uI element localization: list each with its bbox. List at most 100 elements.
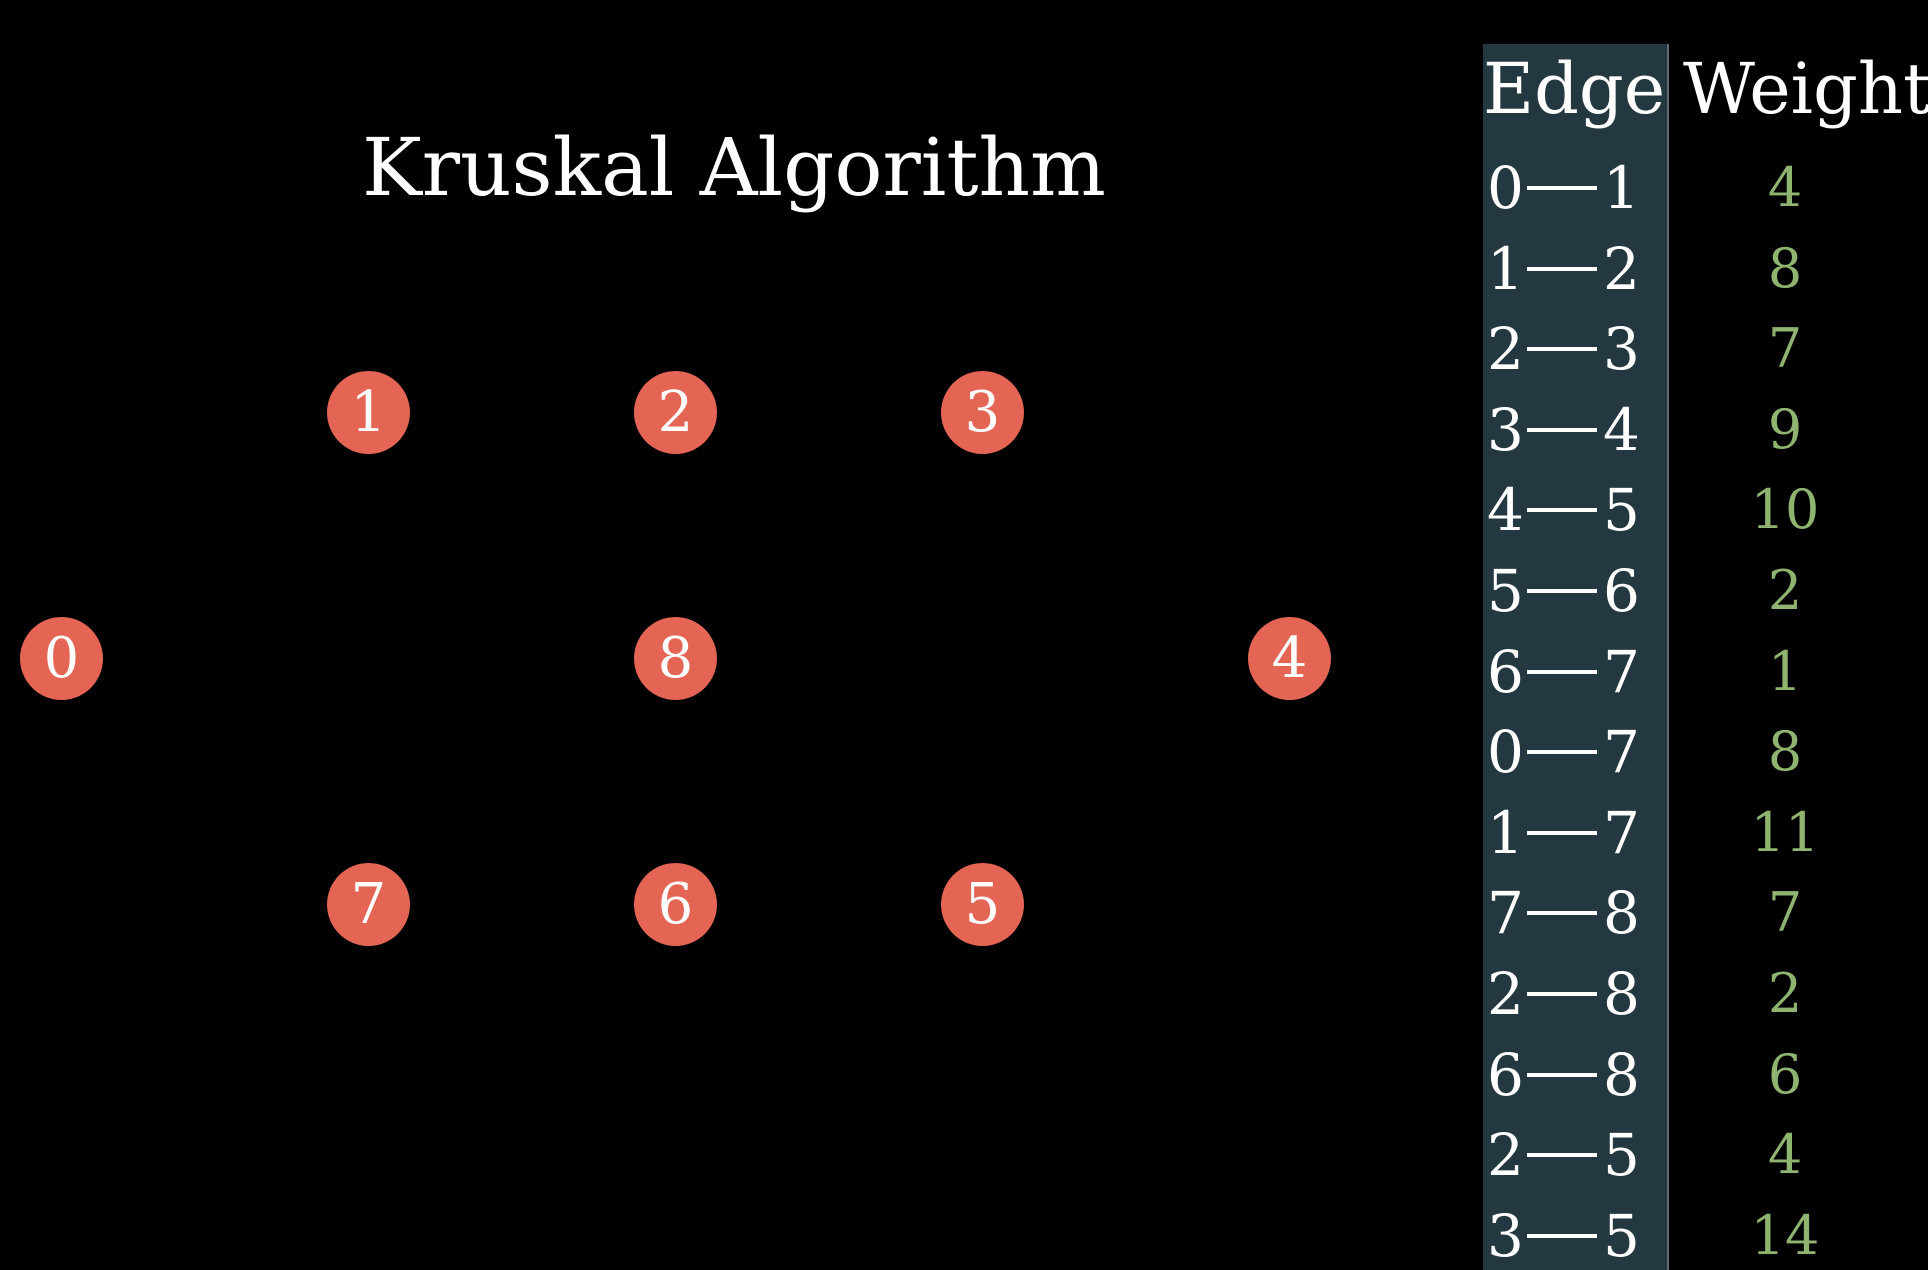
node-0: 0 [20, 617, 103, 700]
node-2: 2 [634, 371, 717, 454]
edge-connector-line [1527, 1072, 1597, 1077]
weight-cell: 4 [1767, 1123, 1803, 1187]
edge-to: 6 [1603, 557, 1640, 625]
edge-from: 1 [1487, 798, 1524, 867]
weight-cell: 14 [1750, 1203, 1820, 1267]
edge-connector-line [1527, 186, 1597, 190]
edge-connector-line [1527, 427, 1597, 432]
edge-from: 0 [1487, 718, 1524, 787]
edge-connector-line [1527, 1153, 1597, 1158]
node-6: 6 [634, 863, 717, 946]
edge-from: 6 [1487, 637, 1524, 706]
column-divider [1667, 44, 1669, 1270]
edge-to: 7 [1603, 637, 1640, 706]
weight-cell: 11 [1750, 800, 1820, 864]
weight-cell: 10 [1750, 478, 1820, 542]
weight-cell: 6 [1767, 1042, 1803, 1106]
node-4: 4 [1248, 617, 1331, 700]
edge-connector-line [1527, 508, 1597, 513]
edge-connector-line [1527, 992, 1597, 996]
weight-cell: 7 [1767, 881, 1803, 945]
edge-to: 7 [1603, 798, 1640, 867]
edge-from: 2 [1487, 1121, 1524, 1190]
edge-from: 5 [1487, 557, 1524, 625]
header-edge: Edge [1483, 48, 1666, 130]
edge-to: 4 [1603, 395, 1640, 464]
node-1: 1 [327, 371, 410, 454]
weight-cell: 9 [1767, 397, 1803, 461]
edge-from: 6 [1487, 1040, 1524, 1109]
edge-connector-line [1527, 266, 1597, 271]
edge-connector-line [1527, 347, 1597, 352]
edge-to: 8 [1603, 1040, 1640, 1109]
node-3: 3 [941, 371, 1024, 454]
edge-to: 1 [1603, 154, 1640, 222]
weight-cell: 8 [1767, 236, 1803, 300]
edge-to: 8 [1603, 879, 1640, 948]
edge-connector-line [1527, 750, 1597, 755]
edge-connector-line [1527, 1233, 1597, 1238]
edge-connector-line [1527, 669, 1597, 674]
edge-to: 8 [1603, 960, 1640, 1028]
edge-from: 3 [1487, 1201, 1524, 1270]
edge-from: 2 [1487, 315, 1524, 384]
edge-from: 0 [1487, 154, 1524, 222]
weight-cell: 8 [1767, 720, 1803, 784]
diagram-title: Kruskal Algorithm [362, 121, 1106, 214]
weight-cell: 7 [1767, 317, 1803, 381]
edge-to: 3 [1603, 315, 1640, 384]
edge-from: 3 [1487, 395, 1524, 464]
edge-from: 4 [1487, 476, 1524, 545]
weight-cell: 1 [1767, 639, 1803, 703]
weight-cell: 2 [1767, 962, 1803, 1025]
edge-column-background [1483, 44, 1667, 1270]
weight-cell: 2 [1767, 559, 1803, 622]
edge-connector-line [1527, 830, 1597, 835]
node-5: 5 [941, 863, 1024, 946]
edge-connector-line [1527, 911, 1597, 916]
edge-connector-line [1527, 589, 1597, 593]
edge-from: 7 [1487, 879, 1524, 948]
header-weight: Weighte [1683, 48, 1928, 130]
edge-from: 2 [1487, 960, 1524, 1028]
node-8: 8 [634, 617, 717, 700]
edge-to: 5 [1603, 1121, 1640, 1190]
edge-to: 5 [1603, 1201, 1640, 1270]
edge-to: 2 [1603, 234, 1640, 303]
weight-cell: 4 [1767, 156, 1803, 219]
node-7: 7 [327, 863, 410, 946]
edge-from: 1 [1487, 234, 1524, 303]
edge-to: 5 [1603, 476, 1640, 545]
edge-weight-table: Edge Weighte 014128237349451056267107817… [1483, 44, 1928, 1270]
edge-to: 7 [1603, 718, 1640, 787]
